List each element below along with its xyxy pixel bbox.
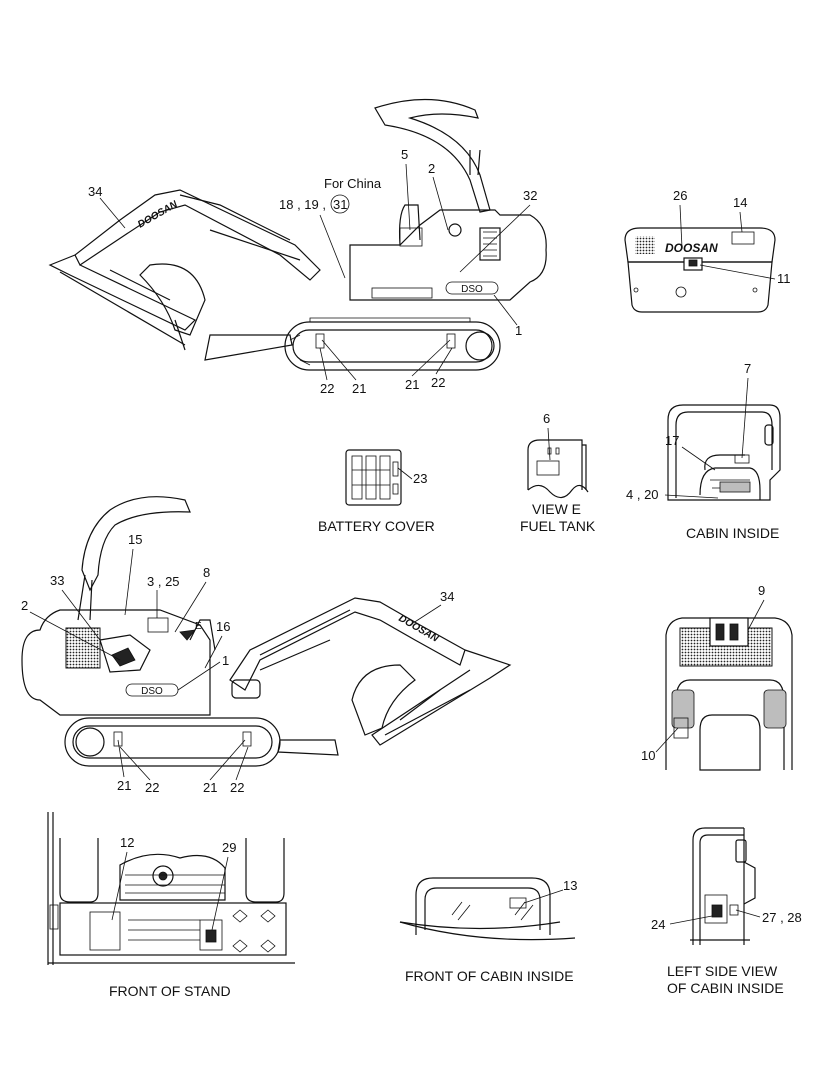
caption-front-of-stand: FRONT OF STAND	[109, 983, 231, 999]
callout-31: 31	[333, 197, 347, 212]
callout-27-28: 27 , 28	[762, 910, 802, 925]
callout-15: 15	[128, 532, 142, 547]
label-for-china: For China	[324, 176, 382, 191]
callout-6: 6	[543, 411, 550, 426]
model-badge-top: DSO	[445, 281, 499, 295]
callout-16: 16	[216, 619, 230, 634]
front-of-stand-view	[47, 812, 295, 965]
callout-22-d: 22	[230, 780, 244, 795]
callout-1-top: 1	[515, 323, 522, 338]
callout-22-c: 22	[145, 780, 159, 795]
view-e-marker: E	[195, 621, 202, 632]
callout-4-20: 4 , 20	[626, 487, 659, 502]
battery-cover	[345, 449, 402, 506]
callout-12: 12	[120, 835, 134, 850]
callout-21-a: 21	[352, 381, 366, 396]
caption-battery-cover: BATTERY COVER	[318, 518, 435, 534]
model-badge-bottom: DSO	[125, 683, 179, 697]
callout-7: 7	[744, 361, 751, 376]
callout-3-25: 3 , 25	[147, 574, 180, 589]
callout-8: 8	[203, 565, 210, 580]
front-of-cabin-inside-view	[399, 877, 576, 941]
callout-9: 9	[758, 583, 765, 598]
doosan-logo-boom-bottom: DOOSAN	[397, 613, 441, 645]
cabin-inside-view	[667, 404, 781, 501]
caption-left-side-view-1: LEFT SIDE VIEW	[667, 963, 778, 979]
callout-21-c: 21	[117, 778, 131, 793]
callout-23: 23	[413, 471, 427, 486]
callout-21-d: 21	[203, 780, 217, 795]
doosan-logo-text-bottom: DOOSAN	[397, 613, 441, 645]
callout-32: 32	[523, 188, 537, 203]
hood-vent-grid	[635, 236, 655, 254]
caption-front-of-cabin-inside: FRONT OF CABIN INSIDE	[405, 968, 574, 984]
fuel-tank-view	[527, 439, 589, 499]
callout-17: 17	[665, 433, 679, 448]
callout-13: 13	[563, 878, 577, 893]
caption-view-e: VIEW E	[532, 501, 581, 517]
model-badge-text-bottom: DSO	[141, 686, 163, 697]
callout-1-bot: 1	[222, 653, 229, 668]
callout-26: 26	[673, 188, 687, 203]
callout-33: 33	[50, 573, 64, 588]
callout-29: 29	[222, 840, 236, 855]
caption-fuel-tank: FUEL TANK	[520, 518, 596, 534]
callout-34-top: 34	[88, 184, 102, 199]
callout-2-top: 2	[428, 161, 435, 176]
operator-seat-view	[665, 617, 793, 771]
doosan-logo-hood: DOOSAN	[665, 241, 718, 255]
engine-hood-panel: DOOSAN	[624, 227, 776, 313]
left-side-cabin-view	[690, 827, 756, 945]
callout-11: 11	[777, 271, 791, 286]
excavator-bottom-view: DSO DOOSAN	[21, 496, 512, 767]
callout-10: 10	[641, 748, 655, 763]
excavator-top-view: DSO DOOSAN	[48, 98, 547, 371]
callout-22-a: 22	[320, 381, 334, 396]
callout-2-bot: 2	[21, 598, 28, 613]
caption-cabin-inside: CABIN INSIDE	[686, 525, 779, 541]
callout-34-bot: 34	[440, 589, 454, 604]
callout-22-b: 22	[431, 375, 445, 390]
callout-21-b: 21	[405, 377, 419, 392]
callout-18-19: 18 , 19 ,	[279, 197, 326, 212]
caption-left-side-view-2: OF CABIN INSIDE	[667, 980, 784, 996]
callout-5: 5	[401, 147, 408, 162]
callout-14: 14	[733, 195, 747, 210]
callout-24: 24	[651, 917, 665, 932]
model-badge-text: DSO	[461, 284, 483, 295]
